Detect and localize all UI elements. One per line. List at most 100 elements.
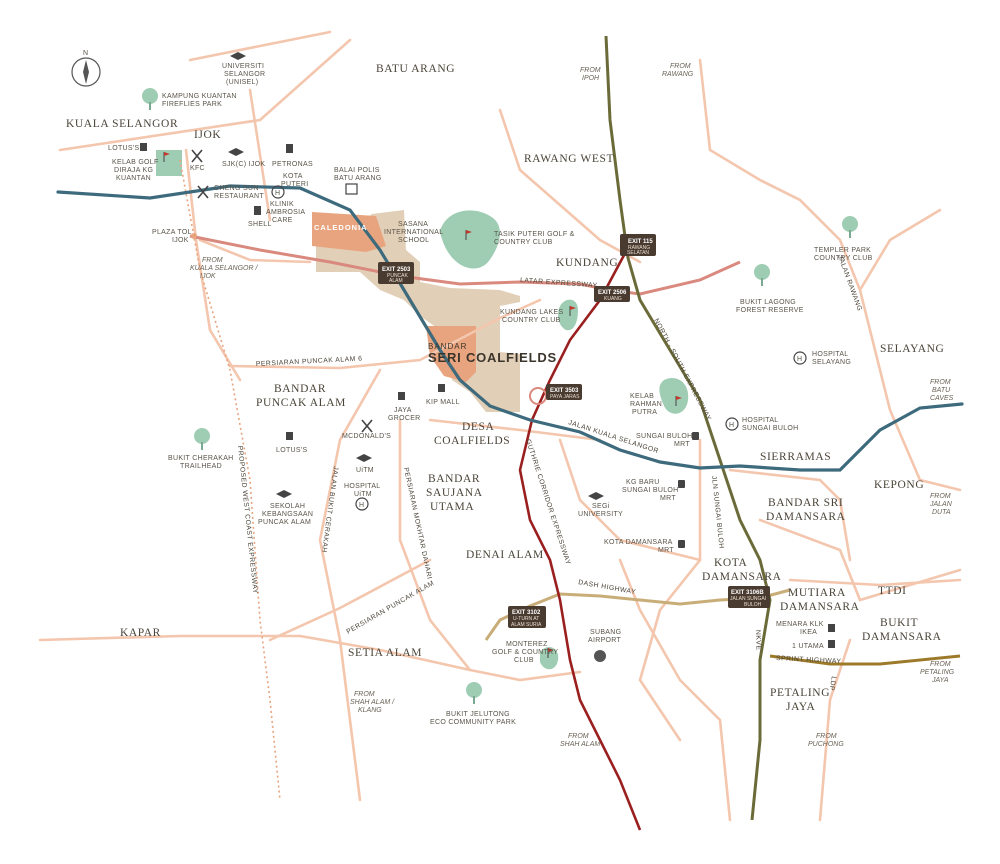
poi-cherakah-2: TRAILHEAD (180, 463, 222, 470)
poi-menara-2: IKEA (800, 629, 817, 636)
dir-jalan-duta-1: FROM (930, 493, 951, 500)
area-ttdi: TTDI (878, 585, 907, 597)
road-rawang-north (698, 58, 962, 492)
poi-lotus-ijok: LOTUS'S (108, 145, 139, 152)
hospital-icon-klinik: H (271, 185, 285, 199)
area-bandar-sri-2: DAMANSARA (766, 511, 846, 523)
flag-icon-rahman (675, 396, 682, 406)
shopping-bag-icon-lotus-ijok (140, 143, 147, 151)
area-denai-alam: DENAI ALAM (466, 549, 544, 561)
poi-sasana-3: SCHOOL (398, 237, 429, 244)
poi-sg-buloh-mrt-1: SUNGAI BULOH (636, 433, 693, 440)
tree-icon-templer (842, 216, 858, 238)
primary-roads (38, 30, 962, 822)
exit-2503: EXIT 2503 PUNCAK ALAM (378, 262, 414, 284)
poi-sjkc: SJK(C) IJOK (222, 161, 265, 168)
poi-kg-baru-3: MRT (660, 495, 676, 502)
svg-text:U-TURN AT: U-TURN AT (513, 616, 539, 622)
dir-batu-caves-3: CAVES (930, 395, 954, 402)
area-bandar-saujana-2: SAUJANA (426, 487, 483, 499)
graduation-cap-icon-sekolah (276, 490, 292, 498)
poi-hosp-uitm-2: UiTM (354, 491, 372, 498)
label-jalan-bukit-cerakah: JALAN BUKIT CERAKAH (320, 466, 339, 553)
area-desa-coalfields-2: COALFIELDS (434, 435, 510, 447)
label-nkve: NKVE (754, 630, 762, 651)
label-jalan-sungai-buloh: JLN SUNGAI BULOH (710, 475, 725, 549)
kelab-rahman-golf-area (659, 378, 689, 414)
poi-kota-dam-mrt-2: MRT (658, 547, 674, 554)
area-kundang: KUNDANG (556, 257, 618, 269)
area-kuala-selangor: KUALA SELANGOR (66, 118, 178, 130)
dir-ks-2: KUALA SELANGOR / (190, 265, 258, 272)
road-jalan-bukit-cerakah (318, 368, 382, 802)
proposed-west-coast-expressway (179, 159, 281, 801)
flag-icon-kk-golf (163, 152, 170, 162)
svg-text:EXIT 2503: EXIT 2503 (382, 267, 411, 273)
road-ijok-north (188, 30, 332, 62)
poi-mcdonalds: MCDONALD'S (342, 433, 391, 440)
road-bandar-sri (758, 518, 962, 602)
poi-subang-1: SUBANG (590, 629, 621, 636)
fuel-icon-petronas (286, 144, 293, 153)
poi-klinik-2: AMBROSIA (266, 209, 305, 216)
poi-tasik-2: COUNTRY CLUB (494, 239, 553, 246)
poi-balai-2: BATU ARANG (334, 175, 382, 182)
area-desa-coalfields-1: DESA (462, 421, 495, 433)
poi-hosp-sg-buloh-2: SUNGAI BULOH (742, 425, 799, 432)
road-segi (558, 438, 702, 562)
poi-segi-2: UNIVERSITY (578, 511, 623, 518)
latar-expressway (189, 234, 741, 296)
svg-text:EXIT 115: EXIT 115 (628, 239, 653, 245)
poi-sasana-2: INTERNATIONAL (384, 229, 443, 236)
graduation-cap-icon-uitm (356, 454, 372, 462)
area-petaling-1: PETALING (770, 687, 830, 699)
poi-kelab-rahman-3: PUTRA (632, 409, 657, 416)
graduation-cap-icon-unisel (230, 52, 246, 60)
dir-shah-klang-3: KLANG (358, 707, 382, 714)
svg-text:BULOH: BULOH (744, 602, 762, 608)
area-bukit-dam-1: BUKIT (880, 617, 918, 629)
poi-plaza-tol-2: IJOK (172, 237, 189, 244)
poi-subang-2: AIRPORT (588, 637, 622, 644)
fuel-icon-shell (254, 206, 261, 215)
project-bandar-label: BANDAR (428, 342, 467, 351)
graduation-cap-icon-sjkc (228, 148, 244, 156)
seri-coalfields-core (426, 326, 476, 382)
area-bandar-saujana-3: UTAMA (430, 501, 474, 513)
airplane-icon-subang (594, 650, 606, 662)
poi-hosp-sg-buloh-1: HOSPITAL (742, 417, 779, 424)
poi-templer-1: TEMPLER PARK (814, 247, 871, 254)
road-ttdi (788, 578, 962, 587)
poi-kg-baru-2: SUNGAI BULOH (622, 487, 679, 494)
dir-rawang-1: FROM (670, 63, 691, 70)
svg-text:RAWANG: RAWANG (628, 245, 650, 251)
svg-text:H: H (359, 502, 364, 509)
poi-kundang-lakes-1: KUNDANG LAKES (500, 309, 563, 316)
area-bandar-puncak-alam-2: PUNCAK ALAM (256, 397, 346, 409)
poi-menara-1: MENARA KLK (776, 621, 824, 628)
dir-ipoh-1: FROM (580, 67, 601, 74)
dir-batu-caves-2: BATU (932, 387, 951, 394)
svg-text:EXIT 3106B: EXIT 3106B (731, 590, 764, 596)
road-persiaran-mokhtar (398, 418, 582, 682)
poi-sasana-1: SASANA (398, 221, 428, 228)
road-puncak-alam-6 (228, 298, 542, 370)
dir-ks-3: IJOK (200, 273, 216, 280)
poi-tasik-1: TASIK PUTERI GOLF & (494, 231, 575, 238)
road-persiaran-puncak-alam (268, 558, 432, 642)
label-persiaran-pa: PERSIARAN PUNCAK ALAM (346, 580, 436, 636)
svg-text:H: H (275, 190, 280, 197)
dir-shah-klang-1: FROM (354, 691, 375, 698)
road-unisel (248, 88, 272, 222)
poi-kampung-2: FIREFLIES PARK (162, 101, 222, 108)
sprint-highway (769, 654, 961, 666)
poi-kelab-rahman-1: KELAB (630, 393, 654, 400)
area-ijok: IJOK (194, 129, 221, 141)
poi-lotus-pa: LOTUS'S (276, 447, 307, 454)
exit-115: EXIT 115 RAWANG SELATAN (620, 234, 656, 256)
svg-text:H: H (797, 356, 802, 363)
tree-icon-cherakah (194, 428, 210, 450)
poi-unisel-3: (UNISEL) (226, 79, 258, 86)
road-setia-alam (298, 634, 472, 672)
